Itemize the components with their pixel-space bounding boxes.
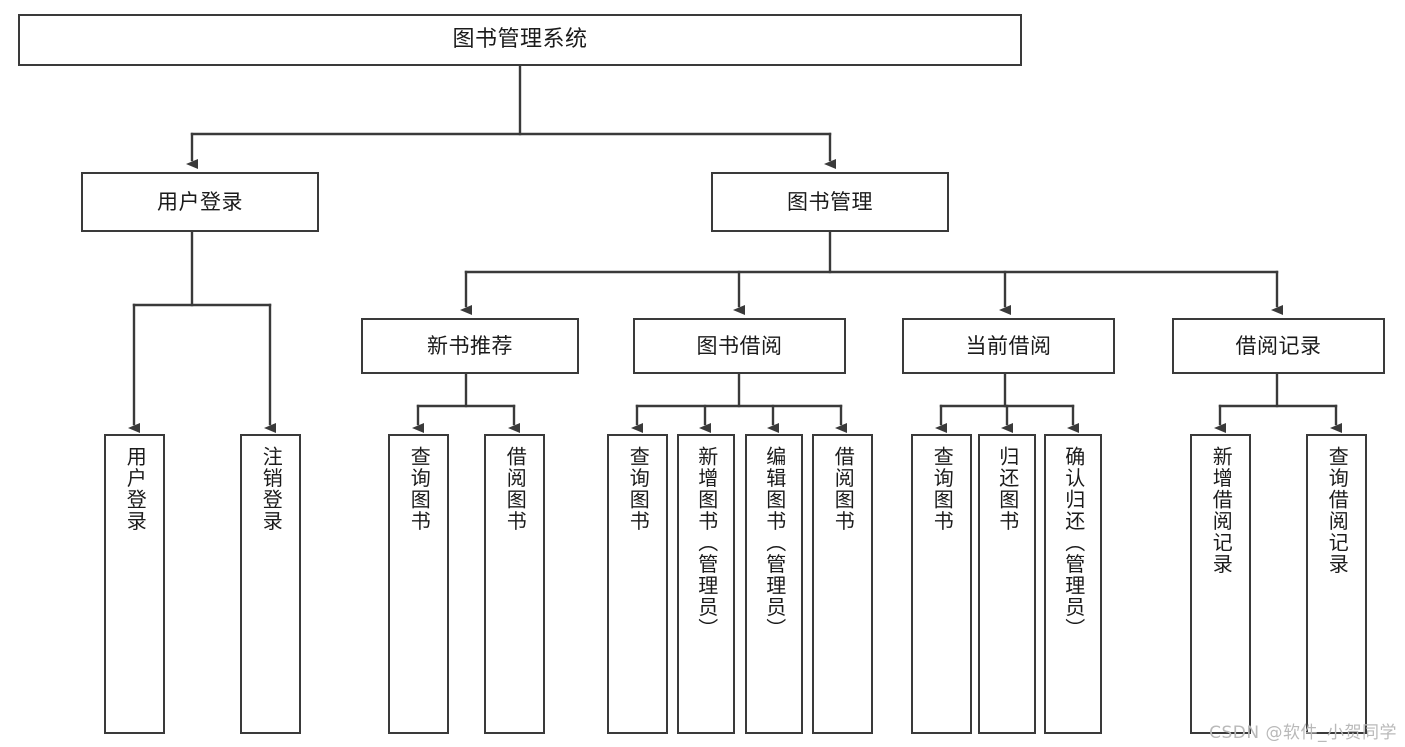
node-label: 查询借阅记录	[1325, 446, 1350, 575]
node-label: 借阅图书	[831, 446, 856, 532]
leaf-edit-book-admin[interactable]: 编辑图书（管理员）	[745, 434, 803, 734]
leaf-borrow-book[interactable]: 借阅图书	[812, 434, 873, 734]
node-book-borrow[interactable]: 图书借阅	[633, 318, 846, 374]
node-label: 新增图书（管理员）	[694, 446, 719, 640]
leaf-query-book-current[interactable]: 查询图书	[911, 434, 972, 734]
leaf-logout[interactable]: 注销登录	[240, 434, 301, 734]
node-label: 编辑图书（管理员）	[762, 446, 787, 640]
node-root-system[interactable]: 图书管理系统	[18, 14, 1022, 66]
leaf-query-book-borrow[interactable]: 查询图书	[607, 434, 668, 734]
leaf-borrow-book-recommend[interactable]: 借阅图书	[484, 434, 545, 734]
node-label: 图书管理	[787, 189, 873, 214]
leaf-query-borrow-record[interactable]: 查询借阅记录	[1306, 434, 1367, 734]
node-label: 借阅记录	[1235, 333, 1322, 358]
node-label: 用户登录	[123, 446, 148, 532]
node-label: 借阅图书	[503, 446, 528, 532]
leaf-return-book[interactable]: 归还图书	[978, 434, 1036, 734]
node-label: 查询图书	[407, 446, 432, 532]
node-label: 确认归还（管理员）	[1061, 446, 1086, 640]
node-borrow-record[interactable]: 借阅记录	[1172, 318, 1385, 374]
leaf-confirm-return-admin[interactable]: 确认归还（管理员）	[1044, 434, 1102, 734]
node-label: 查询图书	[930, 446, 955, 532]
leaf-query-book-recommend[interactable]: 查询图书	[388, 434, 449, 734]
node-label: 新书推荐	[427, 333, 513, 358]
node-label: 注销登录	[259, 446, 284, 532]
node-user-login[interactable]: 用户登录	[81, 172, 319, 232]
node-new-book-recommend[interactable]: 新书推荐	[361, 318, 579, 374]
node-book-management[interactable]: 图书管理	[711, 172, 949, 232]
leaf-user-login[interactable]: 用户登录	[104, 434, 165, 734]
node-label: 图书管理系统	[452, 27, 588, 53]
node-current-borrow[interactable]: 当前借阅	[902, 318, 1115, 374]
node-label: 归还图书	[995, 446, 1020, 532]
node-label: 用户登录	[157, 189, 243, 214]
node-label: 图书借阅	[696, 333, 783, 358]
node-label: 新增借阅记录	[1209, 446, 1234, 575]
leaf-add-borrow-record[interactable]: 新增借阅记录	[1190, 434, 1251, 734]
node-label: 查询图书	[626, 446, 651, 532]
node-label: 当前借阅	[965, 333, 1052, 358]
watermark: CSDN @软件_小贺同学	[1209, 723, 1397, 743]
leaf-add-book-admin[interactable]: 新增图书（管理员）	[677, 434, 735, 734]
